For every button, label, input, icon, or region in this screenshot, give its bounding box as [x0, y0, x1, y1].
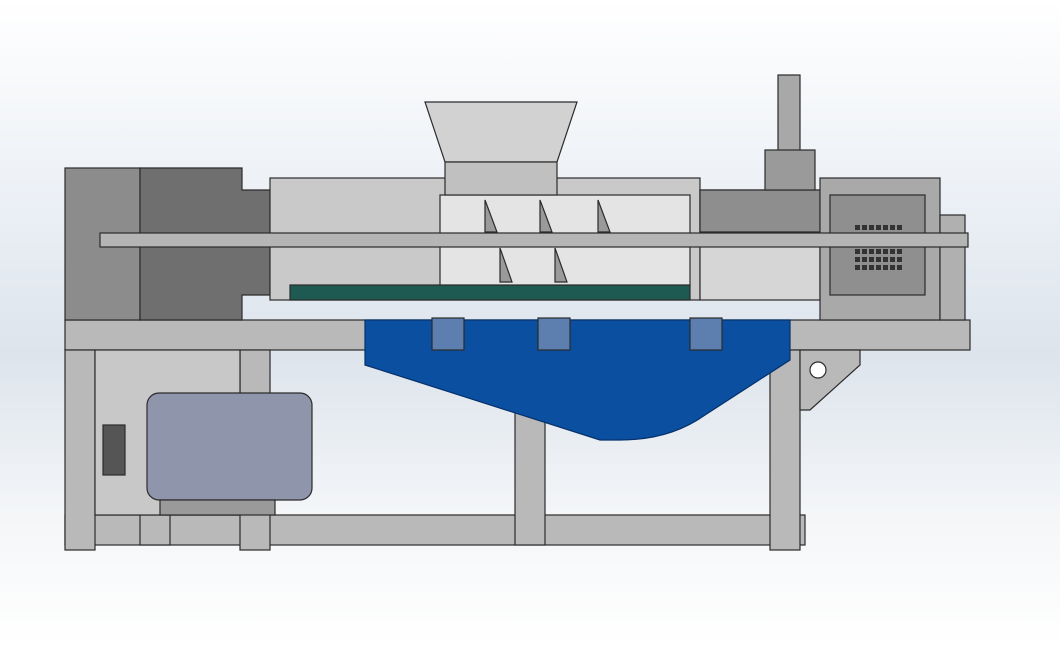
vent-hole: [883, 249, 888, 254]
press-cone: [699, 189, 821, 233]
frame-leg: [769, 349, 801, 551]
vent-hole: [855, 249, 860, 254]
motor-base: [159, 499, 276, 516]
vent-hole: [890, 257, 895, 262]
screw-flight: [554, 247, 568, 283]
hopper-throat: [444, 161, 558, 196]
vent-hole: [897, 257, 902, 262]
pipe-clamp: [764, 149, 816, 191]
vent-hole: [883, 225, 888, 230]
hopper: [424, 101, 578, 163]
trough-support: [689, 317, 723, 351]
vent-hole: [869, 257, 874, 262]
vent-hole: [855, 225, 860, 230]
motor: [146, 392, 313, 501]
vent-hole: [876, 257, 881, 262]
pulley: [102, 424, 126, 476]
vent-hole: [862, 265, 867, 270]
vent-hole: [897, 249, 902, 254]
bracket: [799, 349, 861, 411]
trough-support: [537, 317, 571, 351]
vent-hole: [897, 265, 902, 270]
vent-hole: [862, 257, 867, 262]
frame-bottom-beam: [64, 514, 806, 546]
trough-supports: [431, 317, 723, 351]
vent-hole: [862, 225, 867, 230]
vent-hole: [883, 265, 888, 270]
screw-flight: [499, 247, 513, 283]
screw-flight: [484, 199, 498, 233]
vent-hole: [855, 265, 860, 270]
vent-hole: [897, 225, 902, 230]
vent-hole: [855, 257, 860, 262]
vent-hole: [869, 225, 874, 230]
frame-foot: [139, 514, 171, 546]
vent-hole: [869, 249, 874, 254]
screw-flight: [597, 199, 611, 233]
vent-hole: [883, 257, 888, 262]
main-shaft: [99, 232, 969, 248]
vent-hole: [876, 265, 881, 270]
screw-flight: [539, 199, 553, 233]
vent-hole: [869, 265, 874, 270]
vent-hole: [890, 225, 895, 230]
screen-base: [289, 284, 691, 301]
vent-hole: [862, 249, 867, 254]
screw-flights: [484, 199, 611, 283]
frame-leg: [64, 349, 96, 551]
vent-hole: [890, 265, 895, 270]
collection-trough: [364, 319, 791, 441]
vent-hole: [890, 249, 895, 254]
end-bearing: [939, 214, 966, 321]
bracket-hole: [809, 361, 827, 379]
vent-hole: [876, 249, 881, 254]
trough-support: [431, 317, 465, 351]
vent-hole: [876, 225, 881, 230]
